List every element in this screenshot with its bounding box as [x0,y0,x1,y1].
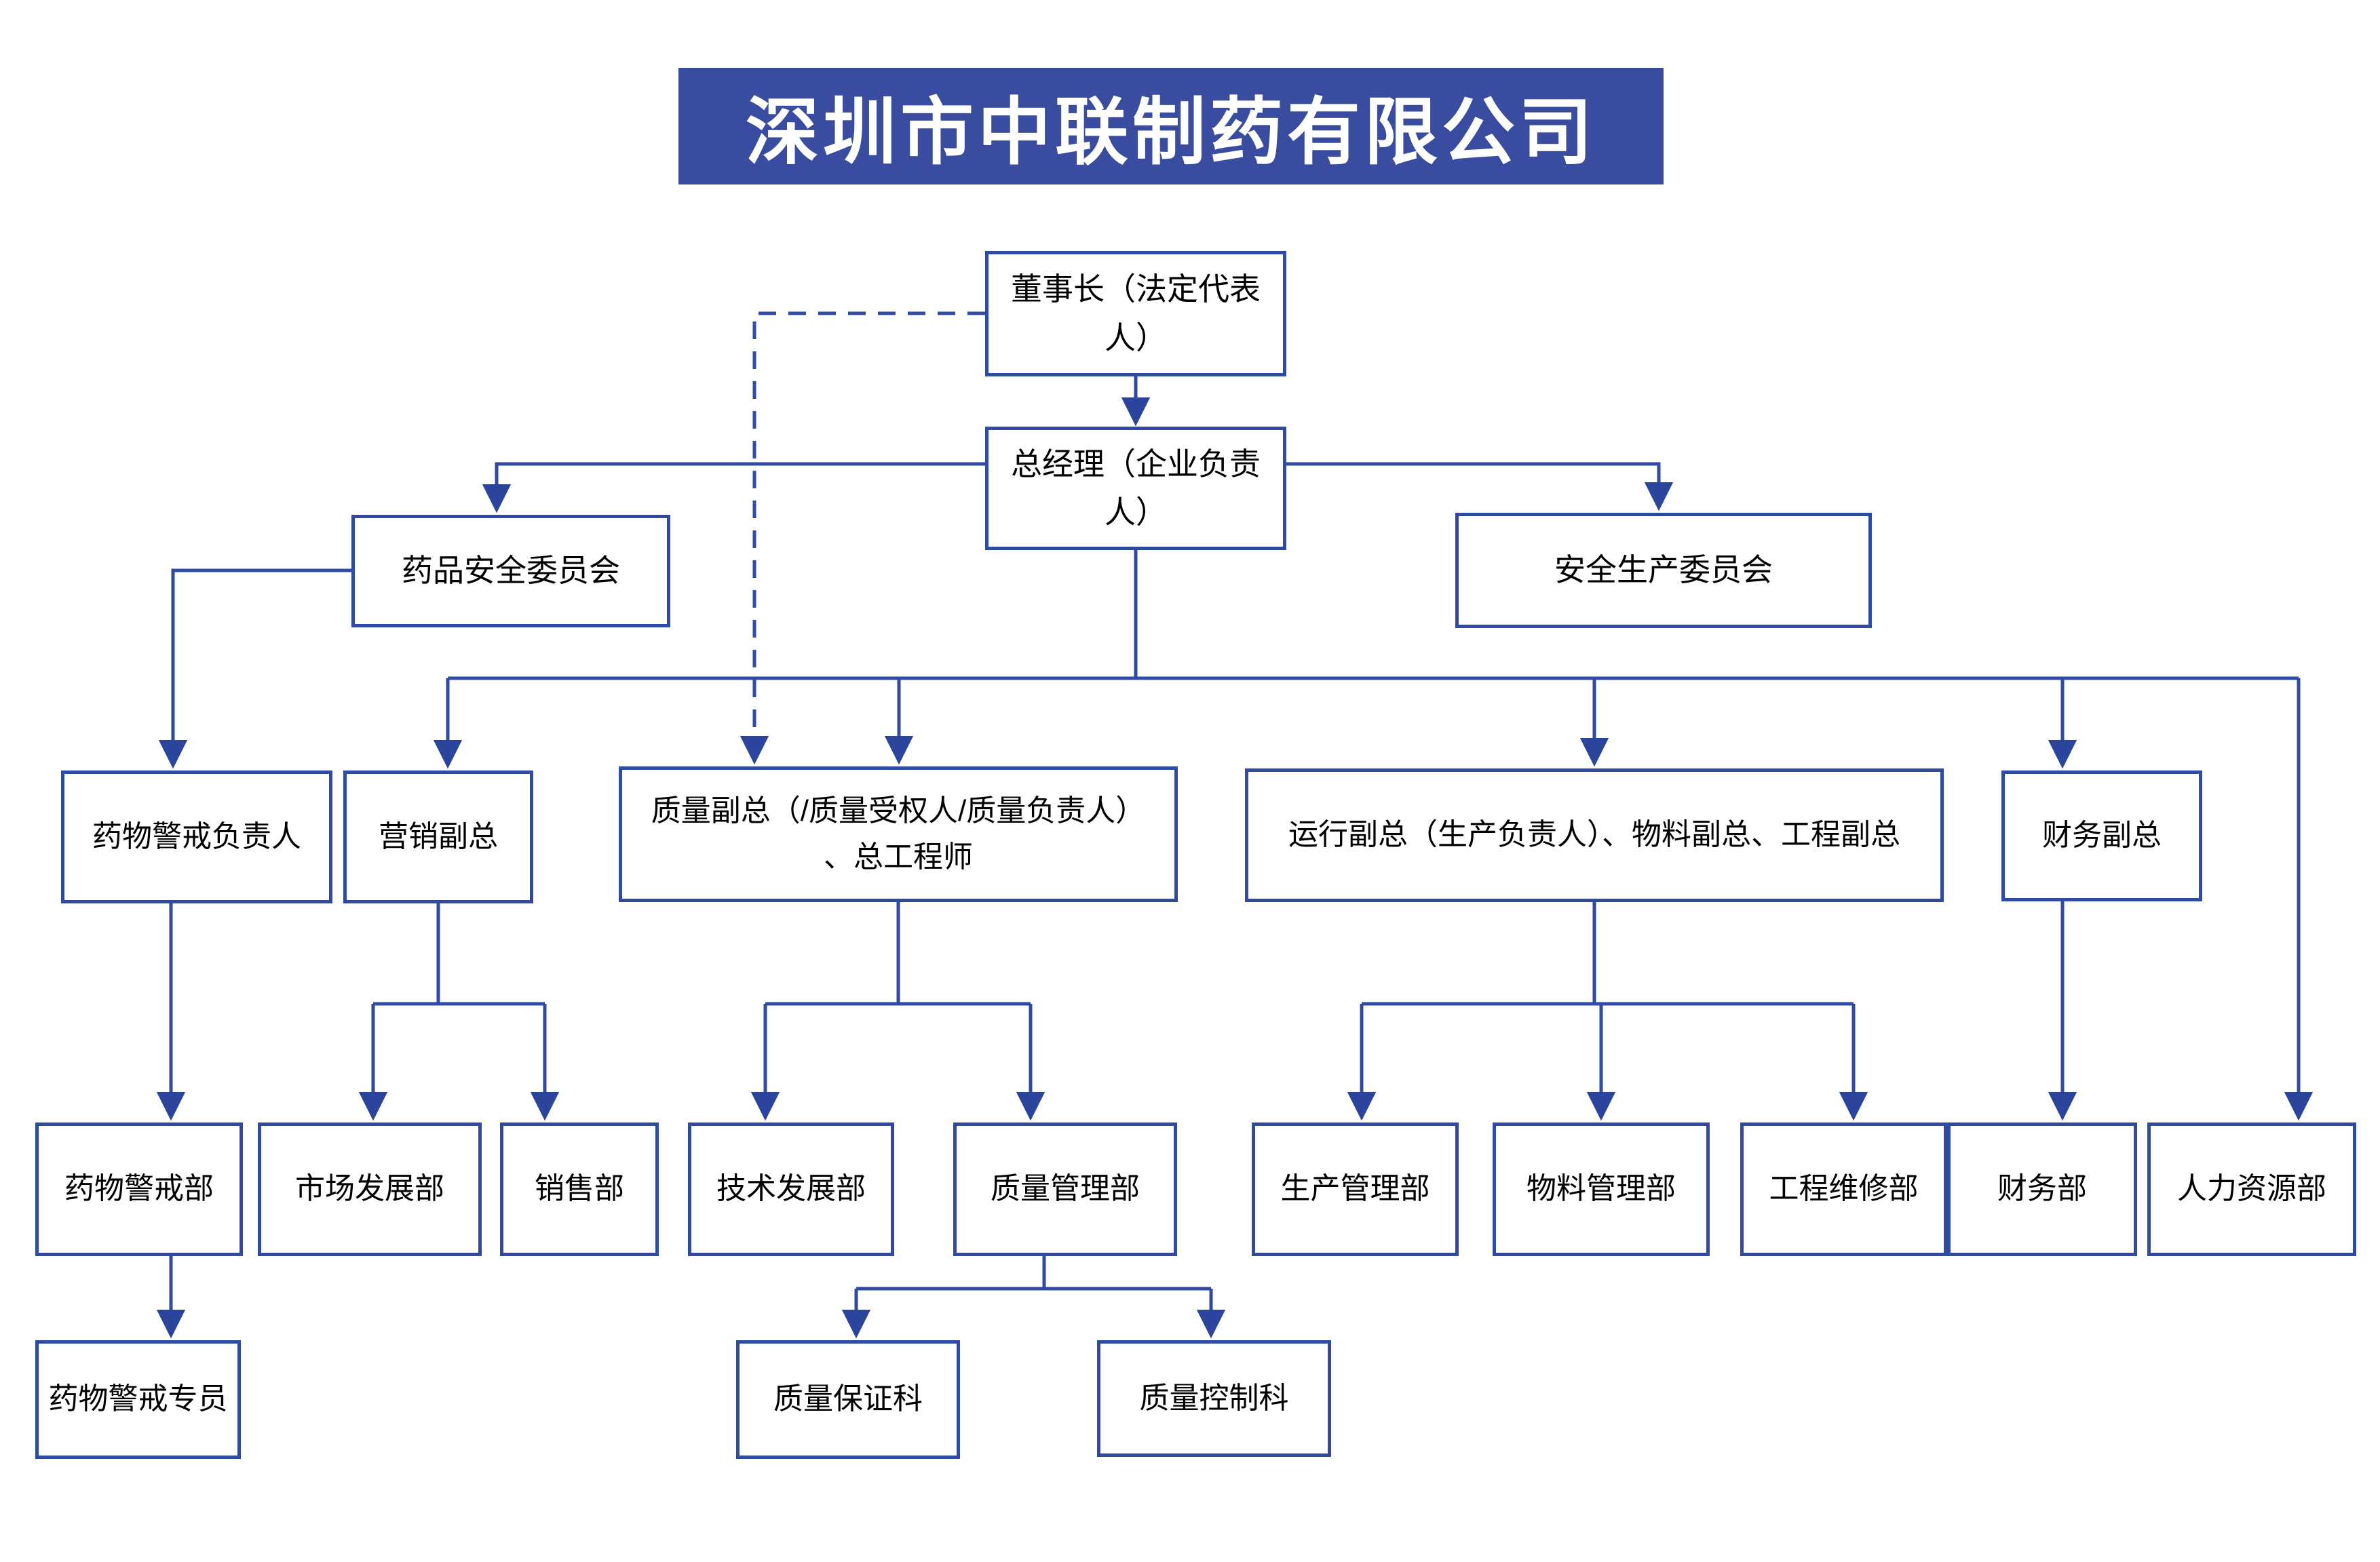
node-finance-dept: 财务部 [1947,1122,2137,1256]
node-material-management-dept: 物料管理部 [1493,1122,1710,1256]
node-production-management-dept: 生产管理部 [1252,1122,1459,1256]
node-tech-development-dept: 技术发展部 [688,1122,894,1256]
node-pharmacovigilance-head: 药物警戒负责人 [61,770,332,903]
node-quality-assurance-section: 质量保证科 [736,1340,960,1459]
node-quality-vp: 质量副总（/质量受权人/质量负责人） 、总工程师 [619,766,1178,902]
node-drug-safety-committee: 药品安全委员会 [351,515,670,627]
node-general-manager: 总经理（企业负责人） [985,427,1286,550]
company-title-banner: 深圳市中联制药有限公司 [678,68,1664,184]
node-quality-control-section: 质量控制科 [1097,1340,1331,1457]
node-pharmacovigilance-specialist: 药物警戒专员 [35,1340,241,1459]
node-sales-dept: 销售部 [500,1122,659,1256]
node-finance-vp: 财务副总 [2001,770,2202,901]
node-pharmacovigilance-dept: 药物警戒部 [35,1122,243,1256]
node-hr-dept: 人力资源部 [2147,1122,2356,1256]
node-market-development-dept: 市场发展部 [258,1122,482,1256]
node-quality-management-dept: 质量管理部 [953,1122,1177,1256]
node-production-safety-committee: 安全生产委员会 [1455,513,1872,628]
node-operations-vp: 运行副总（生产负责人）、物料副总、工程副总 [1245,768,1944,902]
node-chairman: 董事长（法定代表人） [985,251,1286,376]
node-engineering-maintenance-dept: 工程维修部 [1740,1122,1947,1256]
node-marketing-vp: 营销副总 [343,770,533,903]
company-title: 深圳市中联制药有限公司 [745,91,1596,173]
